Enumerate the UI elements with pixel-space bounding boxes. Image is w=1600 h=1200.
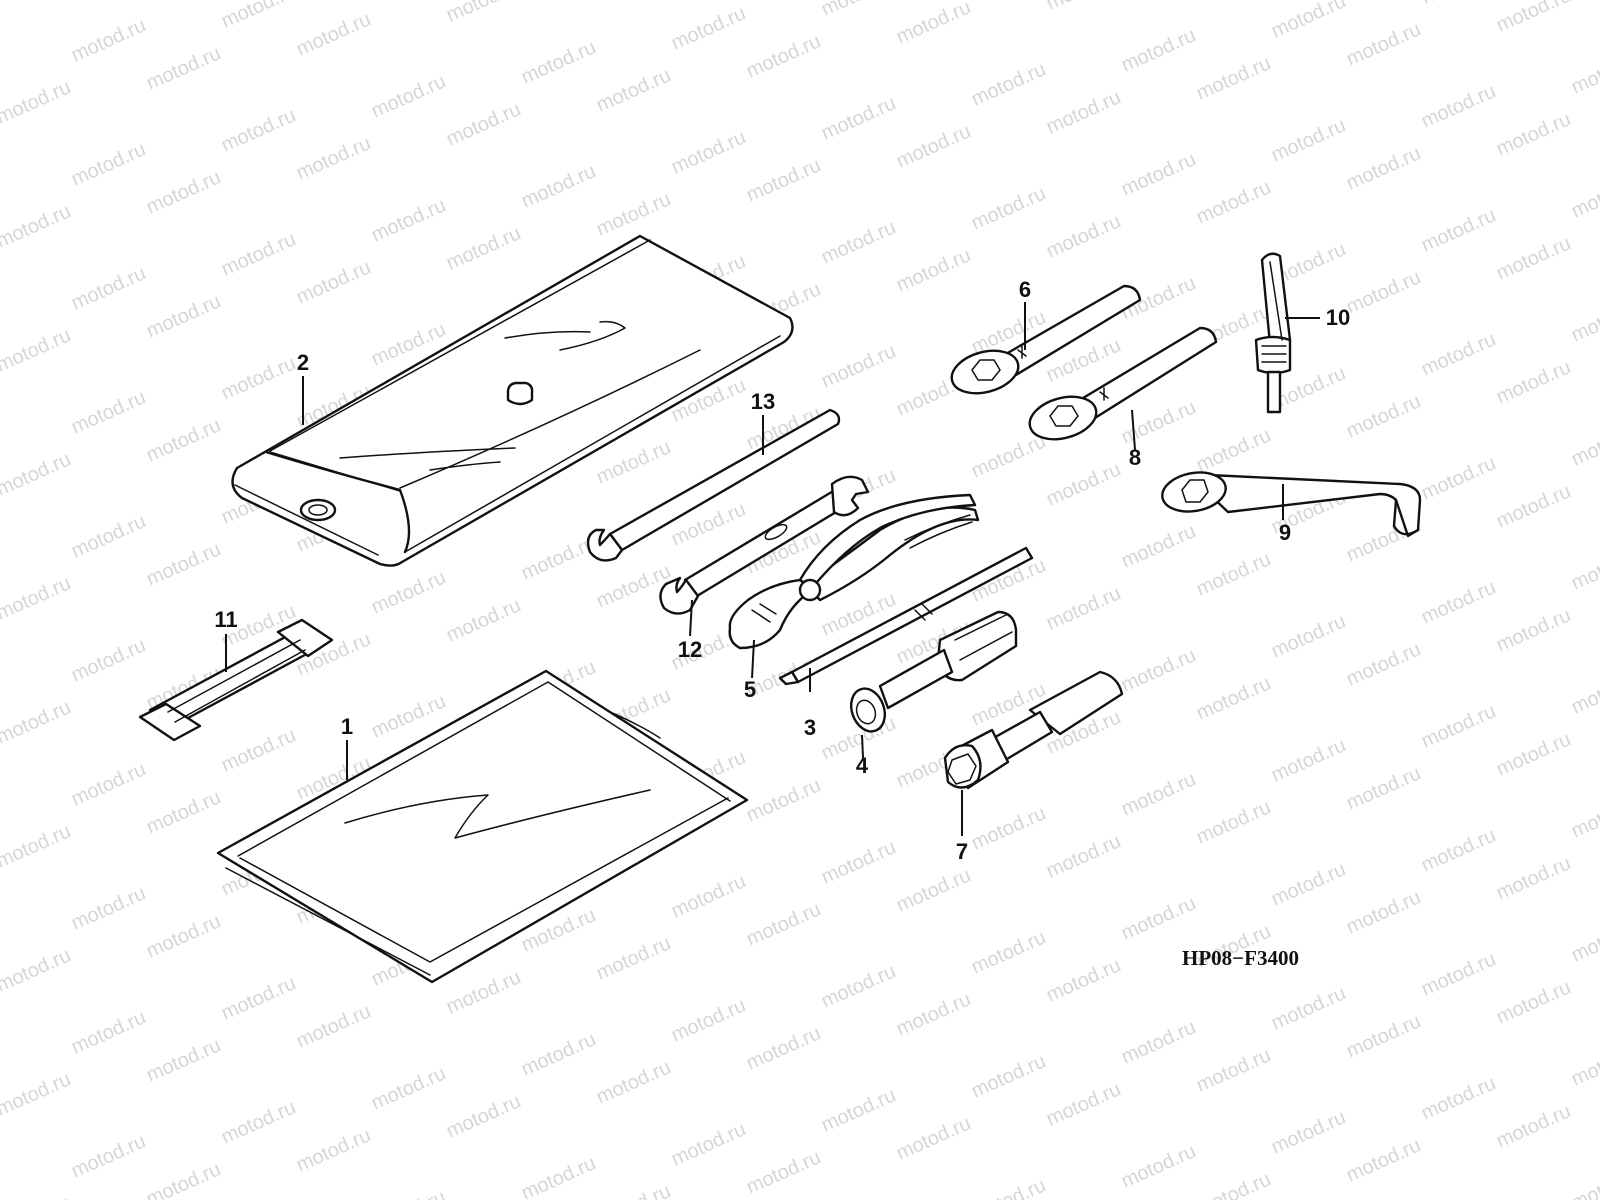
callout-4: 4 [855, 753, 869, 778]
callout-3: 3 [803, 715, 817, 740]
callout-12: 12 [677, 637, 703, 662]
spark-plug-wrench [943, 670, 1124, 790]
callout-9: 9 [1278, 520, 1292, 545]
strap [138, 618, 334, 742]
wrench-long [586, 408, 841, 562]
tool-pouch [216, 669, 749, 984]
tool-bag [231, 234, 794, 567]
hex-key [1254, 252, 1292, 414]
bent-wrench [1161, 471, 1422, 538]
callout-10: 10 [1325, 305, 1351, 330]
pliers [728, 493, 980, 650]
callout-13: 13 [750, 389, 776, 414]
callout-1: 1 [340, 714, 354, 739]
ring-wrench-upper [950, 284, 1142, 395]
callout-5: 5 [743, 677, 757, 702]
ring-wrench-lower [1028, 326, 1218, 441]
wrench-combination [659, 475, 870, 615]
callout-8: 8 [1128, 445, 1142, 470]
screwdriver-shaft [778, 546, 1034, 686]
callout-11: 11 [214, 607, 238, 632]
screwdriver-handle [849, 610, 1018, 733]
leader-lines [225, 302, 1320, 836]
callout-6: 6 [1018, 277, 1032, 302]
callout-7: 7 [955, 839, 969, 864]
callout-2: 2 [296, 350, 310, 375]
drawing-code: HP08−F3400 [1182, 946, 1299, 970]
